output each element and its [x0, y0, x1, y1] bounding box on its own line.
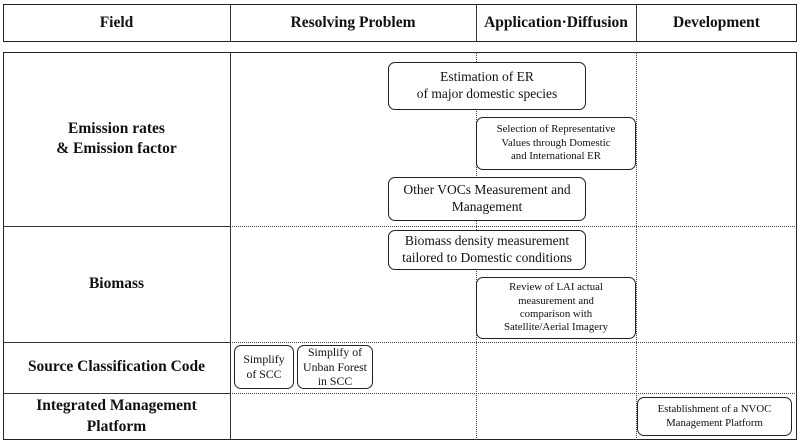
row-separator-2-left	[3, 342, 230, 343]
header-frame	[3, 4, 797, 42]
row-separator-1-right	[230, 226, 797, 227]
header-divider-2	[476, 4, 477, 42]
body-frame	[3, 52, 797, 440]
field-biomass: Biomass	[88, 274, 145, 292]
header-field: Field	[99, 14, 134, 31]
box-other-vocs-measurement: Other VOCs Measurement and Management	[388, 177, 586, 221]
box-selection-of-representative-values: Selection of Representative Values throu…	[476, 117, 636, 170]
box-simplify-of-urban-forest: Simplify of Unban Forest in SCC	[297, 345, 373, 389]
header-resolving-problem: Resolving Problem	[290, 14, 416, 31]
field-source-classification-code: Source Classification Code	[27, 358, 206, 376]
field-integrated-management-platform: Integrated Management Platform	[36, 397, 197, 435]
header-divider-3	[636, 4, 637, 42]
box-estimation-of-er: Estimation of ER of major domestic speci…	[388, 62, 586, 110]
row-separator-2-right	[230, 342, 797, 343]
field-emission-rates: Emission rates & Emission factor	[56, 119, 177, 157]
body-divider-field	[230, 52, 231, 440]
row-separator-3-left	[3, 393, 230, 394]
row-separator-3-right	[230, 393, 797, 394]
header-development: Development	[673, 14, 760, 31]
box-review-of-lai: Review of LAI actual measurement and com…	[476, 277, 636, 339]
box-simplify-of-scc: Simplify of SCC	[234, 345, 294, 389]
box-nvoc-management-platform: Establishment of a NVOC Management Platf…	[637, 397, 792, 436]
row-separator-1-left	[3, 226, 230, 227]
header-divider-1	[230, 4, 231, 42]
header-application-diffusion: Application·Diffusion	[484, 14, 628, 31]
box-biomass-density-measurement: Biomass density measurement tailored to …	[388, 230, 586, 270]
body-divider-development	[636, 52, 637, 440]
